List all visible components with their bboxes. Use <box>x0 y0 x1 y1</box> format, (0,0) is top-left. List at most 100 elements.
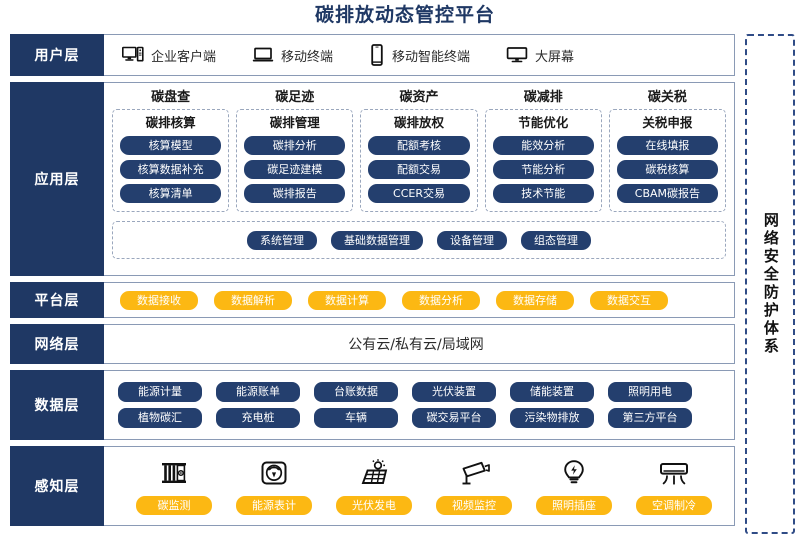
carbon-monitor-icon <box>159 457 189 489</box>
app-pill[interactable]: 配额交易 <box>368 160 470 179</box>
data-chip[interactable]: 台账数据 <box>314 382 398 402</box>
data-chip[interactable]: 污染物排放 <box>510 408 594 428</box>
layer-network: 网络层 公有云/私有云/局域网 <box>10 324 735 364</box>
app-column-subtitle: 碳排管理 <box>269 115 320 130</box>
app-column-title: 碳足迹 <box>275 90 315 105</box>
app-pill[interactable]: 核算模型 <box>120 136 222 155</box>
layer-body-application: 碳盘查 碳排核算 核算模型 核算数据补充 核算清单 碳足迹 碳排管理 碳排分析 … <box>104 83 734 275</box>
laptop-icon <box>252 46 274 64</box>
layer-data: 数据层 能源计量 能源账单 台账数据 光伏装置 储能装置 照明用电 植物碳汇 充… <box>10 370 735 440</box>
architecture-diagram: 用户层 企业客户端 <box>10 34 735 534</box>
security-panel: 网络安全防护体系 <box>745 34 795 534</box>
app-column-carbon-inventory: 碳盘查 碳排核算 核算模型 核算数据补充 核算清单 <box>112 89 230 212</box>
sense-item-label: 碳监测 <box>136 496 212 515</box>
app-pill[interactable]: 碳足迹建模 <box>244 160 346 179</box>
data-chip[interactable]: 能源计量 <box>118 382 202 402</box>
mgmt-pill-system[interactable]: 系统管理 <box>247 230 317 250</box>
sense-item-label: 视频监控 <box>436 496 512 515</box>
app-pill[interactable]: CBAM碳报告 <box>616 184 719 203</box>
layer-body-platform: 数据接收 数据解析 数据计算 数据分析 数据存储 数据交互 <box>104 283 734 317</box>
layer-label-user: 用户层 <box>10 34 104 76</box>
app-column-title: 碳关税 <box>647 90 687 105</box>
app-column-title: 碳资产 <box>399 90 439 105</box>
data-chip[interactable]: 植物碳汇 <box>118 408 202 428</box>
layer-body-data: 能源计量 能源账单 台账数据 光伏装置 储能装置 照明用电 植物碳汇 充电桩 车… <box>104 371 734 439</box>
layer-sense: 感知层 <box>10 446 735 526</box>
user-item-smart-mobile-terminal[interactable]: 移动智能终端 <box>369 44 470 66</box>
network-text: 公有云/私有云/局域网 <box>348 337 484 353</box>
layer-body-sense: 碳监测 能源表计 <box>104 447 734 525</box>
mgmt-pill-device[interactable]: 设备管理 <box>437 230 507 250</box>
sense-item-label: 空调制冷 <box>636 496 712 515</box>
page-title: 碳排放动态管控平台 <box>314 4 495 26</box>
sense-item-lighting-socket[interactable]: 照明插座 <box>529 457 619 515</box>
app-pill[interactable]: 核算数据补充 <box>120 160 222 179</box>
app-pill[interactable]: 能效分析 <box>492 136 594 155</box>
app-column-subtitle: 碳排放权 <box>394 115 445 130</box>
app-pill[interactable]: 碳排分析 <box>244 136 346 155</box>
data-chip[interactable]: 储能装置 <box>510 382 594 402</box>
data-chip[interactable]: 第三方平台 <box>608 408 692 428</box>
app-column-carbon-asset: 碳资产 碳排放权 配额考核 配额交易 CCER交易 <box>360 89 478 212</box>
data-chip[interactable]: 照明用电 <box>608 382 692 402</box>
smartphone-icon <box>369 44 385 66</box>
layer-body-network: 公有云/私有云/局域网 <box>104 325 734 363</box>
app-pill[interactable]: 在线填报 <box>616 136 719 155</box>
cctv-camera-icon <box>458 457 490 489</box>
data-row: 植物碳汇 充电桩 车辆 碳交易平台 污染物排放 第三方平台 <box>118 408 724 428</box>
lightbulb-socket-icon <box>559 457 589 489</box>
sense-item-energy-meter[interactable]: 能源表计 <box>229 457 319 515</box>
platform-chip[interactable]: 数据接收 <box>120 290 198 310</box>
user-item-label: 大屏幕 <box>535 49 575 65</box>
layer-platform: 平台层 数据接收 数据解析 数据计算 数据分析 数据存储 数据交互 <box>10 282 735 318</box>
platform-chip[interactable]: 数据交互 <box>590 290 668 310</box>
platform-chip[interactable]: 数据解析 <box>214 290 292 310</box>
layer-label-sense: 感知层 <box>10 446 104 526</box>
user-item-enterprise-client[interactable]: 企业客户端 <box>122 46 216 65</box>
app-pill[interactable]: 节能分析 <box>492 160 594 179</box>
data-chip[interactable]: 碳交易平台 <box>412 408 496 428</box>
desktop-tower-icon <box>122 46 144 64</box>
data-chip[interactable]: 光伏装置 <box>412 382 496 402</box>
layer-label-application: 应用层 <box>10 82 104 276</box>
sense-item-label: 能源表计 <box>236 496 312 515</box>
layer-application: 应用层 碳盘查 碳排核算 核算模型 核算数据补充 核算清单 碳足迹 <box>10 82 735 276</box>
app-pill[interactable]: 技术节能 <box>492 184 594 203</box>
security-panel-label: 网络安全防护体系 <box>761 212 780 356</box>
data-chip[interactable]: 充电桩 <box>216 408 300 428</box>
mgmt-pill-basic-data[interactable]: 基础数据管理 <box>331 230 423 250</box>
air-conditioner-icon <box>658 457 690 489</box>
sense-item-label: 照明插座 <box>536 496 612 515</box>
sense-item-video-surveillance[interactable]: 视频监控 <box>429 457 519 515</box>
app-pill[interactable]: 碳税核算 <box>616 160 719 179</box>
sense-item-air-conditioning[interactable]: 空调制冷 <box>629 457 719 515</box>
app-pill[interactable]: 配额考核 <box>368 136 470 155</box>
mgmt-pill-configuration[interactable]: 组态管理 <box>521 230 591 250</box>
app-column-title: 碳盘查 <box>151 90 191 105</box>
layer-label-network: 网络层 <box>10 324 104 364</box>
platform-chip[interactable]: 数据计算 <box>308 290 386 310</box>
user-item-label: 企业客户端 <box>151 49 217 65</box>
sense-item-solar-power[interactable]: 光伏发电 <box>329 457 419 515</box>
platform-chip[interactable]: 数据存储 <box>496 290 574 310</box>
user-item-label: 移动终端 <box>281 49 334 65</box>
app-column-subtitle: 节能优化 <box>518 115 569 130</box>
app-pill[interactable]: CCER交易 <box>368 184 470 203</box>
sense-item-label: 光伏发电 <box>336 496 412 515</box>
data-chip[interactable]: 能源账单 <box>216 382 300 402</box>
layer-user: 用户层 企业客户端 <box>10 34 735 76</box>
sense-item-carbon-monitor[interactable]: 碳监测 <box>129 457 219 515</box>
user-item-big-screen[interactable]: 大屏幕 <box>506 46 574 65</box>
app-column-subtitle: 碳排核算 <box>145 115 196 130</box>
platform-chip[interactable]: 数据分析 <box>402 290 480 310</box>
layer-label-data: 数据层 <box>10 370 104 440</box>
app-column-title: 碳减排 <box>523 90 563 105</box>
user-item-mobile-terminal[interactable]: 移动终端 <box>252 46 333 65</box>
data-chip[interactable]: 车辆 <box>314 408 398 428</box>
app-pill[interactable]: 碳排报告 <box>244 184 346 203</box>
app-management-box: 系统管理 基础数据管理 设备管理 组态管理 <box>112 221 726 259</box>
app-column-carbon-reduction: 碳减排 节能优化 能效分析 节能分析 技术节能 <box>484 89 602 212</box>
app-pill[interactable]: 核算清单 <box>120 184 222 203</box>
app-column-carbon-footprint: 碳足迹 碳排管理 碳排分析 碳足迹建模 碳排报告 <box>236 89 354 212</box>
app-column-subtitle: 关税申报 <box>642 115 693 130</box>
